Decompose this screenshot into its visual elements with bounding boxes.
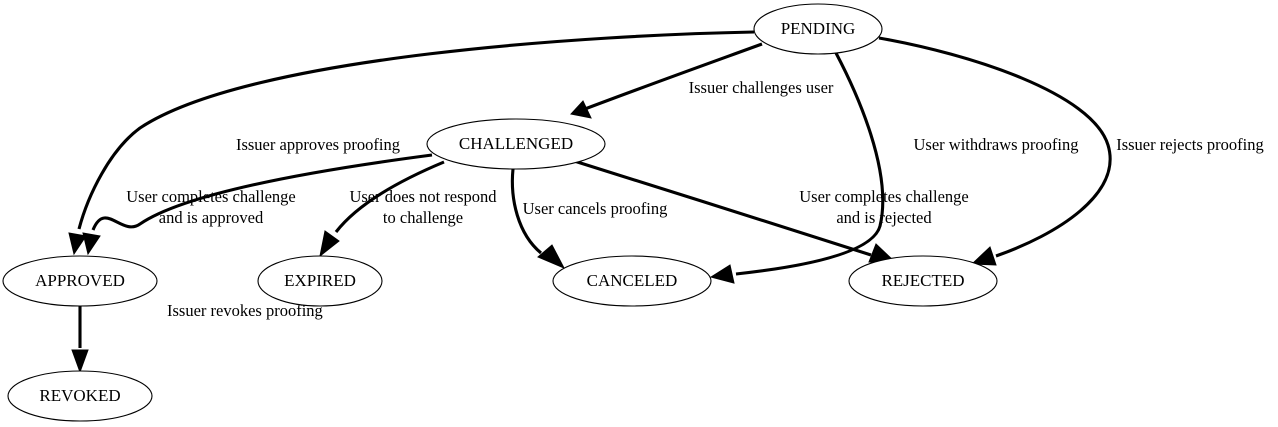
edge-challenged-approved[interactable]: User completes challenge and is approved bbox=[82, 153, 433, 256]
edge-label-user-completes-challenge-approved-line2: and is approved bbox=[159, 208, 264, 227]
node-challenged[interactable]: CHALLENGED bbox=[426, 118, 606, 170]
node-label-expired: EXPIRED bbox=[284, 271, 356, 290]
node-pending[interactable]: PENDING bbox=[753, 3, 883, 55]
node-label-approved: APPROVED bbox=[35, 271, 125, 290]
arrowhead-icon bbox=[709, 264, 735, 284]
node-shape bbox=[2, 255, 158, 307]
node-label-canceled: CANCELED bbox=[587, 271, 678, 290]
arrowhead-icon bbox=[82, 232, 101, 256]
edge-line bbox=[334, 160, 445, 233]
edge-challenged-canceled[interactable]: User cancels proofing bbox=[510, 168, 668, 270]
node-shape bbox=[552, 255, 712, 307]
arrowhead-icon bbox=[570, 100, 592, 119]
edge-line bbox=[878, 36, 1112, 258]
edge-label-user-does-not-respond-line2: to challenge bbox=[383, 208, 463, 227]
node-label-revoked: REVOKED bbox=[39, 386, 120, 405]
edge-label-user-completes-challenge-approved-line1: User completes challenge bbox=[126, 187, 296, 206]
edge-label-user-withdraws-proofing: User withdraws proofing bbox=[914, 135, 1079, 154]
node-shape bbox=[7, 370, 153, 422]
edge-line bbox=[91, 153, 433, 231]
edge-label-user-does-not-respond-line1: User does not respond bbox=[349, 187, 497, 206]
node-canceled[interactable]: CANCELED bbox=[552, 255, 712, 307]
node-approved[interactable]: APPROVED bbox=[2, 255, 158, 307]
edge-label-issuer-approves-proofing: Issuer approves proofing bbox=[236, 135, 400, 154]
edge-label-user-cancels-proofing: User cancels proofing bbox=[523, 199, 668, 218]
node-shape bbox=[753, 3, 883, 55]
arrowhead-icon bbox=[71, 349, 89, 374]
edge-line bbox=[570, 158, 872, 257]
node-shape bbox=[848, 255, 998, 307]
edge-line bbox=[576, 42, 763, 114]
node-shape bbox=[257, 255, 383, 307]
arrowhead-icon bbox=[537, 244, 566, 270]
node-label-rejected: REJECTED bbox=[881, 271, 964, 290]
edge-challenged-expired[interactable]: User does not respond to challenge bbox=[319, 160, 497, 258]
edge-label-user-completes-challenge-rejected-line1: User completes challenge bbox=[799, 187, 969, 206]
nodes-layer: PENDING CHALLENGED APPROVED EXPIRED CANC… bbox=[2, 3, 998, 422]
node-shape bbox=[426, 118, 606, 170]
edges-layer: Issuer challenges user Issuer approves p… bbox=[68, 30, 1264, 374]
edge-line bbox=[77, 30, 755, 230]
node-label-pending: PENDING bbox=[781, 19, 856, 38]
node-expired[interactable]: EXPIRED bbox=[257, 255, 383, 307]
node-revoked[interactable]: REVOKED bbox=[7, 370, 153, 422]
arrowhead-icon bbox=[319, 230, 340, 258]
edge-pending-canceled[interactable]: User withdraws proofing bbox=[709, 52, 1079, 284]
edge-label-issuer-rejects-proofing: Issuer rejects proofing bbox=[1116, 135, 1264, 154]
edge-line bbox=[735, 52, 885, 276]
edge-label-user-completes-challenge-rejected-line2: and is rejected bbox=[836, 208, 932, 227]
arrowhead-icon bbox=[68, 232, 87, 256]
edge-pending-challenged[interactable]: Issuer challenges user bbox=[570, 42, 834, 119]
edge-approved-revoked[interactable]: Issuer revokes proofing bbox=[71, 301, 323, 374]
edge-pending-approved[interactable]: Issuer approves proofing bbox=[68, 30, 755, 256]
edge-label-issuer-challenges-user: Issuer challenges user bbox=[689, 78, 834, 97]
edge-pending-rejected[interactable]: Issuer rejects proofing bbox=[878, 36, 1264, 266]
edge-line bbox=[510, 168, 543, 255]
node-rejected[interactable]: REJECTED bbox=[848, 255, 998, 307]
node-label-challenged: CHALLENGED bbox=[459, 134, 573, 153]
edge-label-issuer-revokes-proofing: Issuer revokes proofing bbox=[167, 301, 323, 320]
arrowhead-icon bbox=[970, 246, 997, 266]
